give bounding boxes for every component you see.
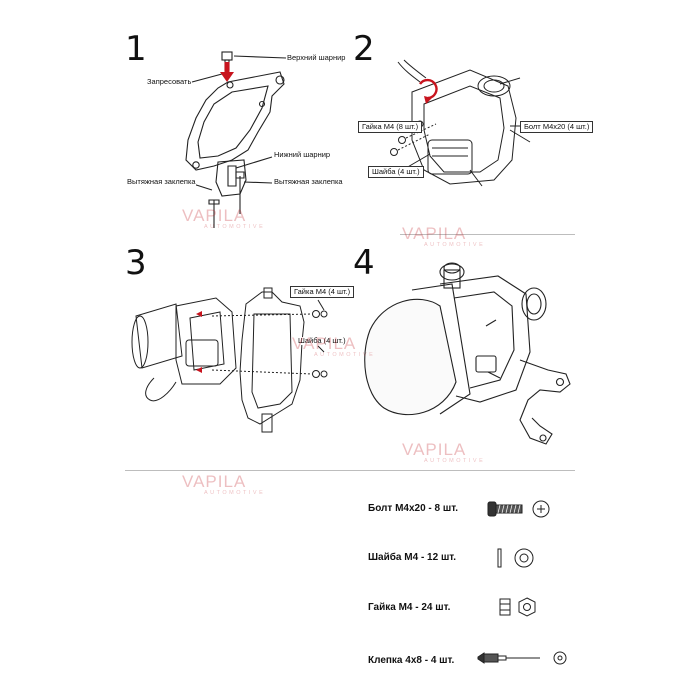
step1-lower-hinge-label: Нижний шарнир [274, 150, 331, 160]
step2-nut-label: Гайка М4 (8 шт.) [358, 121, 423, 134]
watermark-brand: VAPILA [402, 440, 467, 459]
watermark-sub: AUTOMOTIVE [204, 490, 266, 496]
divider-parts [125, 470, 575, 471]
nut-icon [499, 597, 536, 617]
step-3-number: 3 [125, 243, 147, 283]
watermark-brand: VAPILA [402, 224, 467, 243]
parts-bolt-label: Болт М4х20 - 8 шт. [368, 503, 459, 514]
step1-upper-hinge-label: Верхний шарнир [287, 53, 346, 63]
rivet-icon [477, 651, 567, 665]
watermark-brand: VAPILA [292, 334, 357, 353]
watermark-5: VAPILA AUTOMOTIVE [182, 472, 265, 496]
step-4-number: 4 [353, 243, 375, 283]
washer-icon [497, 548, 534, 568]
watermark-2: VAPILA AUTOMOTIVE [402, 224, 485, 248]
step1-press-in-label: Запресовать [147, 77, 192, 87]
watermark-3: VAPILA AUTOMOTIVE [292, 334, 375, 358]
watermark-sub: AUTOMOTIVE [424, 458, 486, 464]
step2-washer-label: Шайба (4 шт.) [368, 166, 424, 179]
press-arrow-icon [220, 62, 234, 82]
watermark-sub: AUTOMOTIVE [314, 352, 376, 358]
watermark-sub: AUTOMOTIVE [424, 242, 486, 248]
watermark-brand: VAPILA [182, 206, 247, 225]
watermark-4: VAPILA AUTOMOTIVE [402, 440, 485, 464]
step1-pull-rivet-left-label: Вытяжная заклепка [127, 177, 196, 187]
step3-nut-label: Гайка М4 (4 шт.) [290, 286, 355, 299]
parts-nut-label: Гайка М4 - 24 шт. [368, 602, 451, 613]
bolt-icon [487, 500, 550, 518]
rotation-arrow-icon [419, 78, 438, 104]
watermark-1: VAPILA AUTOMOTIVE [182, 206, 265, 230]
parts-washer-label: Шайба М4 - 12 шт. [368, 552, 457, 563]
step2-bolt-label: Болт М4х20 (4 шт.) [520, 121, 594, 134]
watermark-brand: VAPILA [182, 472, 247, 491]
step1-pull-rivet-right-label: Вытяжная заклепка [274, 177, 343, 187]
parts-rivet-label: Клепка 4х8 - 4 шт. [368, 655, 455, 666]
step-1-number: 1 [125, 29, 147, 69]
step3-washer-label: Шайба (4 шт.) [298, 336, 346, 346]
divider-step2 [400, 234, 575, 235]
watermark-sub: AUTOMOTIVE [204, 224, 266, 230]
step-2-number: 2 [353, 29, 375, 69]
